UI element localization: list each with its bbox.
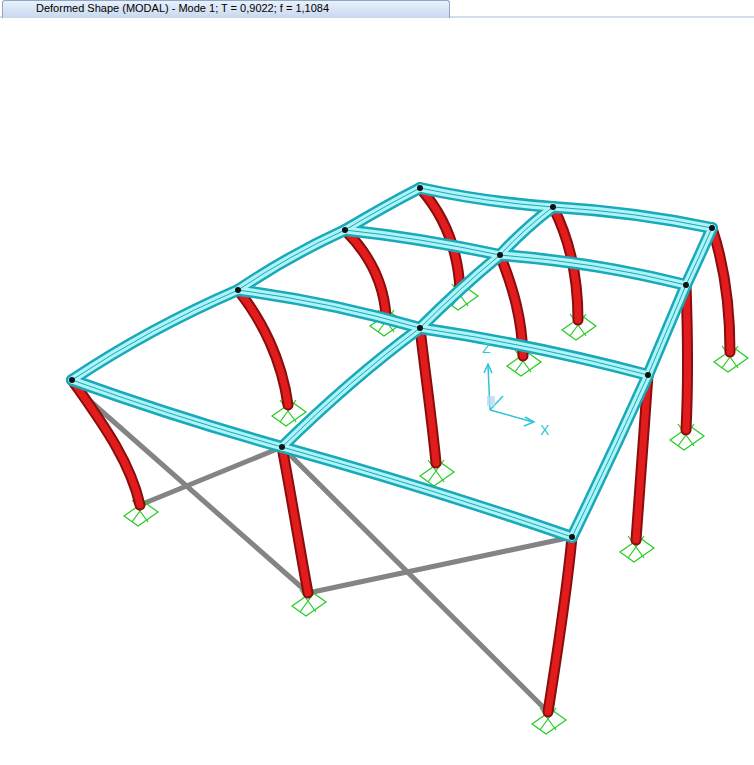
tab-title: Deformed Shape (MODAL) - Mode 1; T = 0,9…	[36, 2, 329, 14]
axis-label: Z	[482, 340, 491, 356]
axis-label: X	[540, 422, 549, 438]
